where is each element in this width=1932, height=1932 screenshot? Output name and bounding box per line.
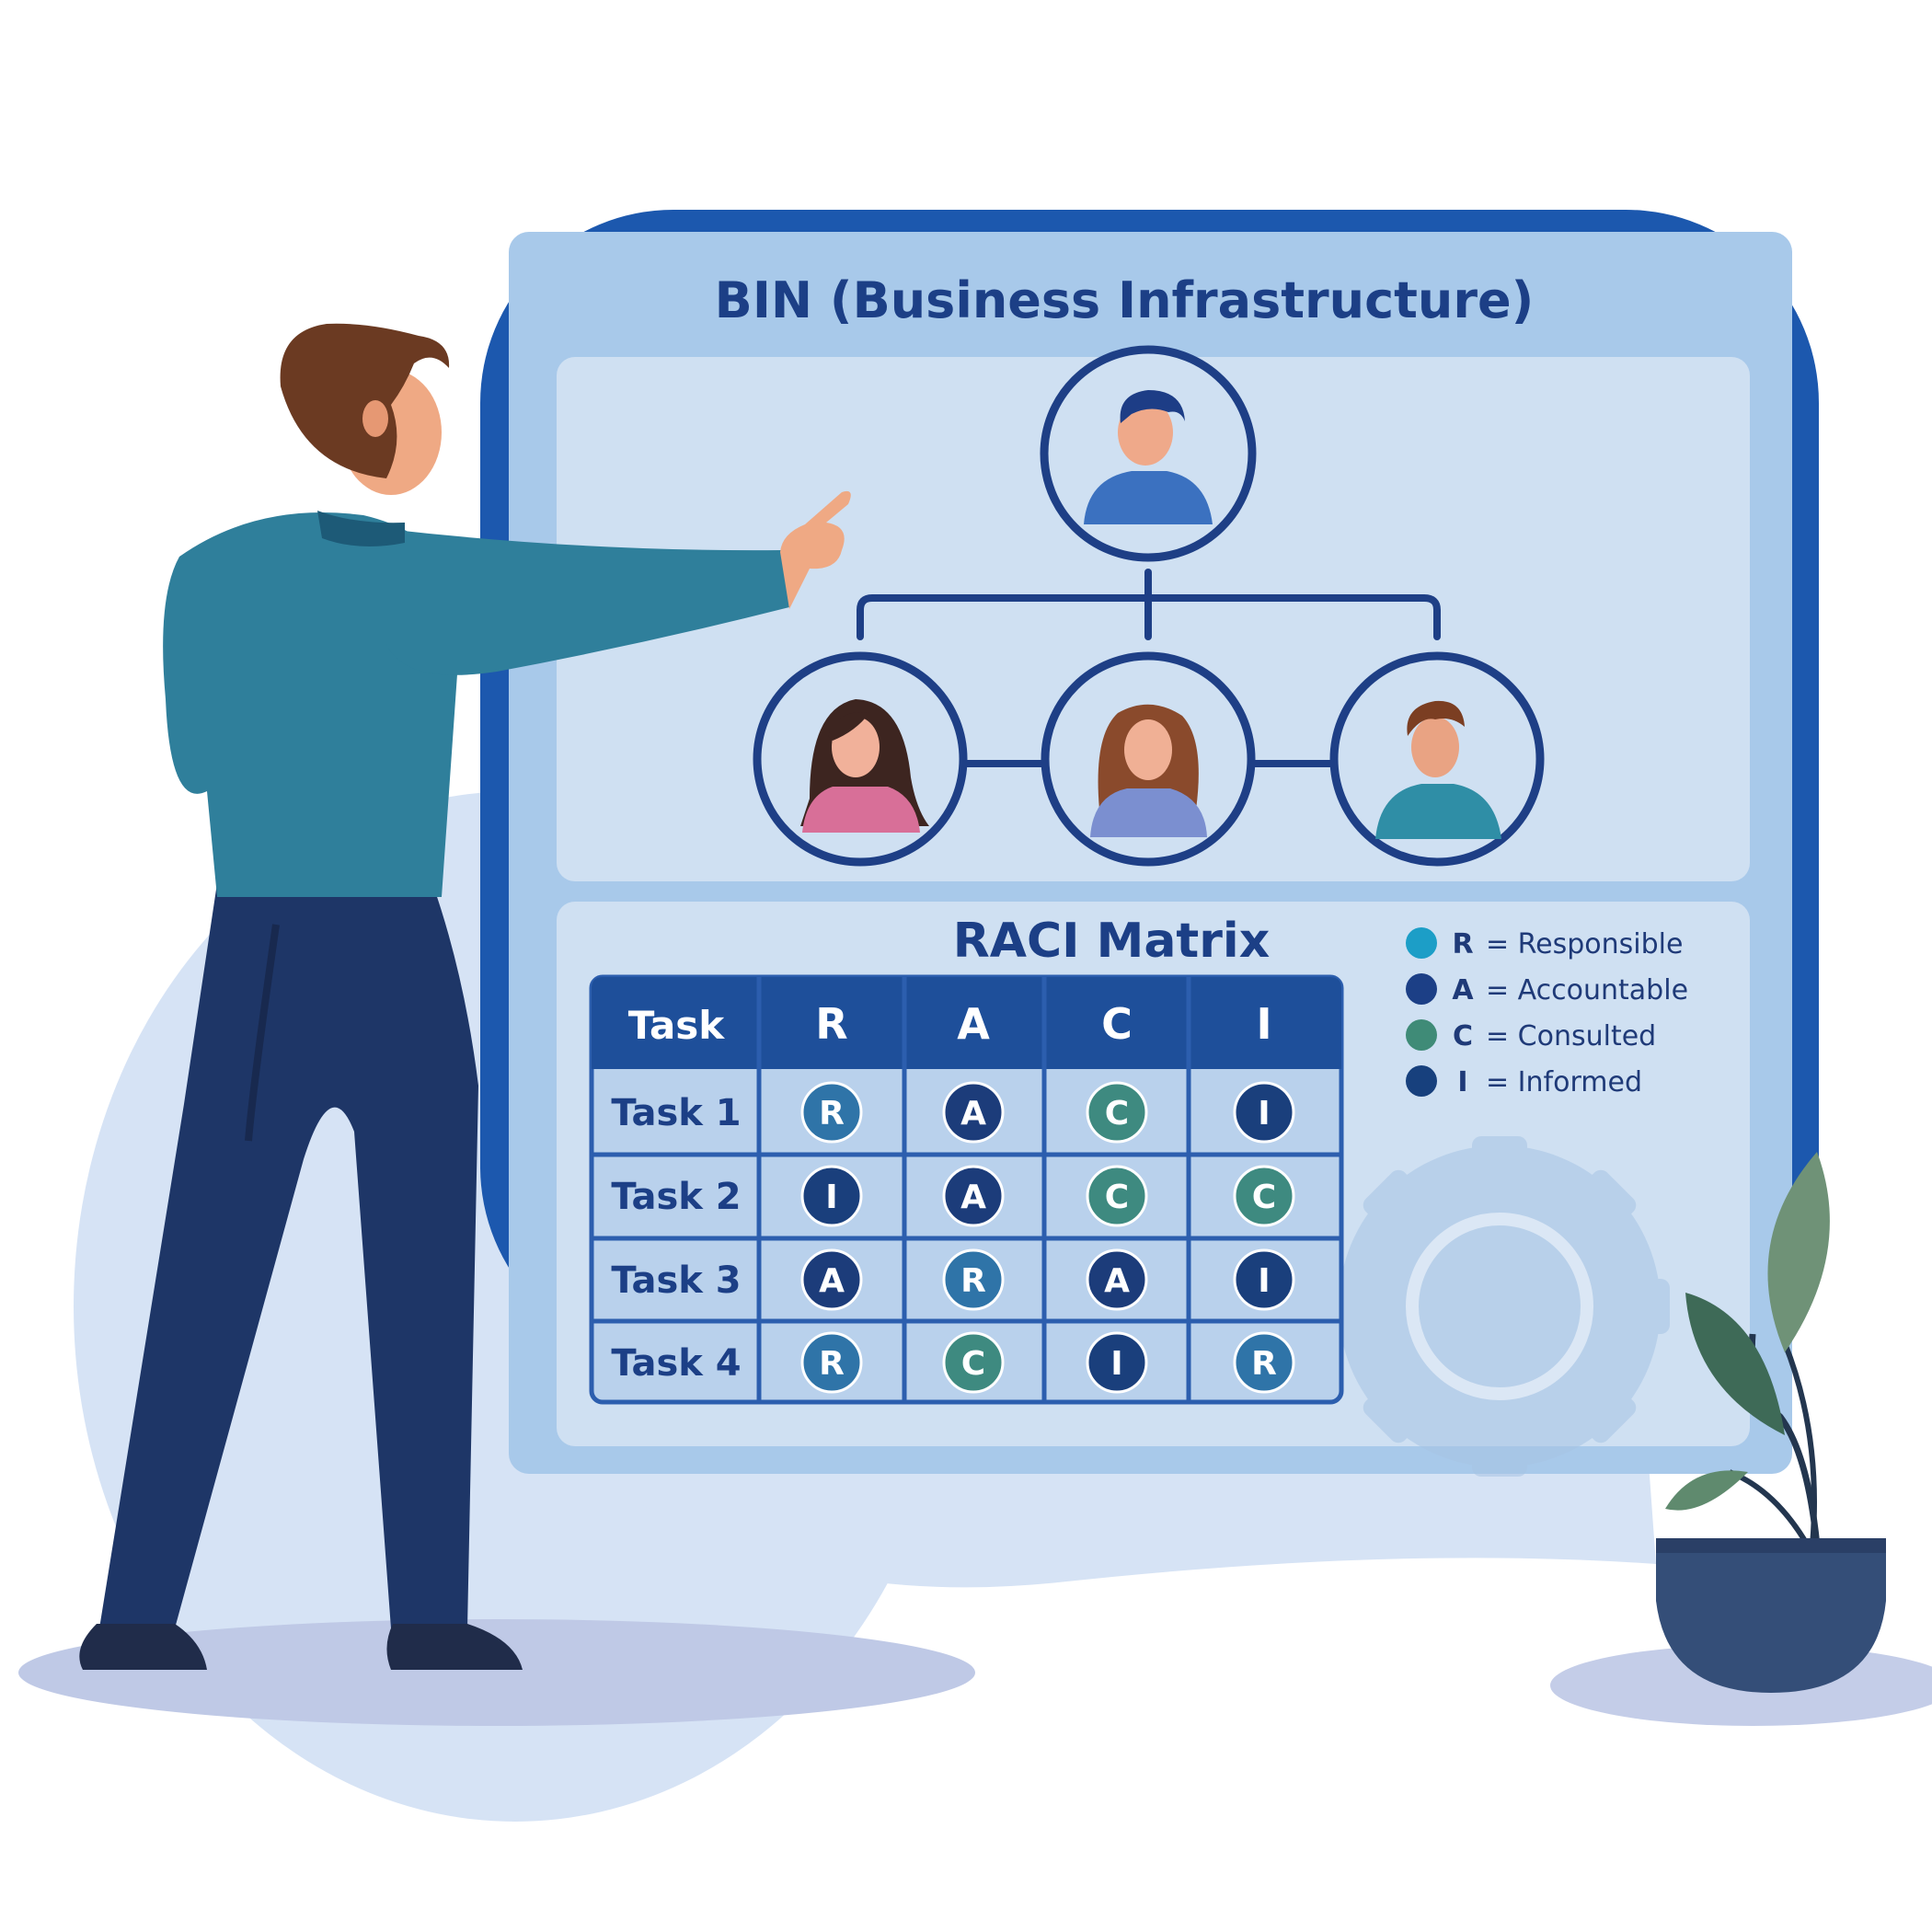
raci-cell-badge: A: [800, 1248, 863, 1311]
raci-cell-badge: C: [1233, 1165, 1295, 1227]
team-member-woman-icon: [753, 651, 968, 867]
raci-cell-badge: A: [1086, 1248, 1148, 1311]
raci-badge-letter: A: [1104, 1262, 1130, 1300]
raci-badge-letter: R: [819, 1345, 845, 1383]
team-member-woman-icon: [1041, 651, 1256, 867]
raci-badge-circle: [942, 1331, 1005, 1394]
raci-badge-circle: [1086, 1165, 1148, 1227]
raci-cell-badge: C: [1086, 1165, 1148, 1227]
raci-badge-circle: [942, 1165, 1005, 1227]
legend-swatch: [1406, 927, 1437, 959]
raci-table-header: [592, 977, 1341, 1069]
raci-badge-letter: C: [1105, 1179, 1129, 1216]
raci-badge-circle: [942, 1248, 1005, 1311]
legend-swatch: [1406, 973, 1437, 1005]
raci-cell-badge: I: [1233, 1081, 1295, 1144]
task-label: Task 4: [611, 1342, 741, 1385]
raci-badge-letter: C: [961, 1345, 985, 1383]
raci-cell-badge: I: [800, 1165, 863, 1227]
raci-table-grid: [592, 977, 1341, 1402]
raci-badge-circle: [1086, 1331, 1148, 1394]
raci-badge-circle: [1086, 1248, 1148, 1311]
raci-badge-letter: A: [819, 1262, 845, 1300]
column-header-task: Task: [628, 1003, 726, 1048]
raci-badge-letter: R: [819, 1095, 845, 1133]
presenter-person-illustration: [79, 323, 851, 1670]
raci-badge-circle: [800, 1165, 863, 1227]
raci-cell-badge: A: [942, 1081, 1005, 1144]
legend-label: = Consulted: [1486, 1020, 1656, 1052]
legend-key: A: [1452, 974, 1474, 1006]
raci-badge-letter: A: [960, 1095, 986, 1133]
legend-label: = Informed: [1486, 1066, 1642, 1098]
legend-swatch: [1406, 1065, 1437, 1097]
legend-label: = Responsible: [1486, 928, 1683, 960]
raci-badge-letter: I: [1258, 1095, 1270, 1133]
raci-badge-circle: [1086, 1081, 1148, 1144]
raci-cell-badge: I: [1086, 1331, 1148, 1394]
raci-cell-badge: R: [1233, 1331, 1295, 1394]
floor-shadow: [18, 1619, 975, 1726]
column-header-a: A: [957, 999, 990, 1049]
raci-badge-circle: [800, 1331, 863, 1394]
raci-badge-circle: [942, 1081, 1005, 1144]
column-header-r: R: [815, 999, 847, 1049]
manager-avatar-icon: [1040, 345, 1257, 562]
raci-cell-badge: A: [942, 1165, 1005, 1227]
raci-badge-circle: [1233, 1331, 1295, 1394]
raci-badge-circle: [1233, 1081, 1295, 1144]
column-header-c: C: [1101, 999, 1133, 1049]
team-member-man-icon: [1329, 651, 1545, 867]
raci-body: Task 1 R A C I Task 2 I A C C Task 3 A R A I Task 4 R C I R: [611, 1081, 1295, 1394]
raci-badge-letter: I: [825, 1179, 837, 1216]
raci-badge-circle: [1233, 1248, 1295, 1311]
raci-cell-badge: R: [800, 1081, 863, 1144]
raci-badge-letter: I: [1258, 1262, 1270, 1300]
raci-badge-letter: C: [1252, 1179, 1276, 1216]
task-label: Task 1: [611, 1092, 741, 1134]
task-label: Task 2: [611, 1176, 741, 1218]
board-title: BIN (Business Infrastructure): [715, 271, 1535, 329]
raci-badge-letter: A: [960, 1179, 986, 1216]
raci-cell-badge: I: [1233, 1248, 1295, 1311]
task-label: Task 3: [611, 1259, 741, 1302]
raci-badge-letter: R: [960, 1262, 986, 1300]
raci-badge-letter: I: [1110, 1345, 1122, 1383]
raci-cell-badge: R: [800, 1331, 863, 1394]
raci-title: RACI Matrix: [953, 914, 1271, 969]
legend-key: C: [1453, 1020, 1473, 1052]
raci-badge-circle: [1233, 1165, 1295, 1227]
column-header-i: I: [1256, 999, 1271, 1049]
raci-cell-badge: C: [1086, 1081, 1148, 1144]
raci-cell-badge: R: [942, 1248, 1005, 1311]
legend-label: = Accountable: [1486, 974, 1688, 1006]
raci-badge-letter: R: [1251, 1345, 1277, 1383]
legend-key: I: [1457, 1066, 1467, 1098]
raci-header-row: Task R A C I: [628, 999, 1272, 1049]
legend-swatch: [1406, 1019, 1437, 1051]
gear-icon: [1329, 1136, 1670, 1477]
raci-badge-circle: [800, 1081, 863, 1144]
raci-badge-letter: C: [1105, 1095, 1129, 1133]
legend-key: R: [1452, 928, 1473, 960]
raci-cell-badge: C: [942, 1331, 1005, 1394]
potted-plant-icon: [1656, 1152, 1886, 1693]
org-connectors: [857, 569, 1441, 767]
raci-badge-circle: [800, 1248, 863, 1311]
